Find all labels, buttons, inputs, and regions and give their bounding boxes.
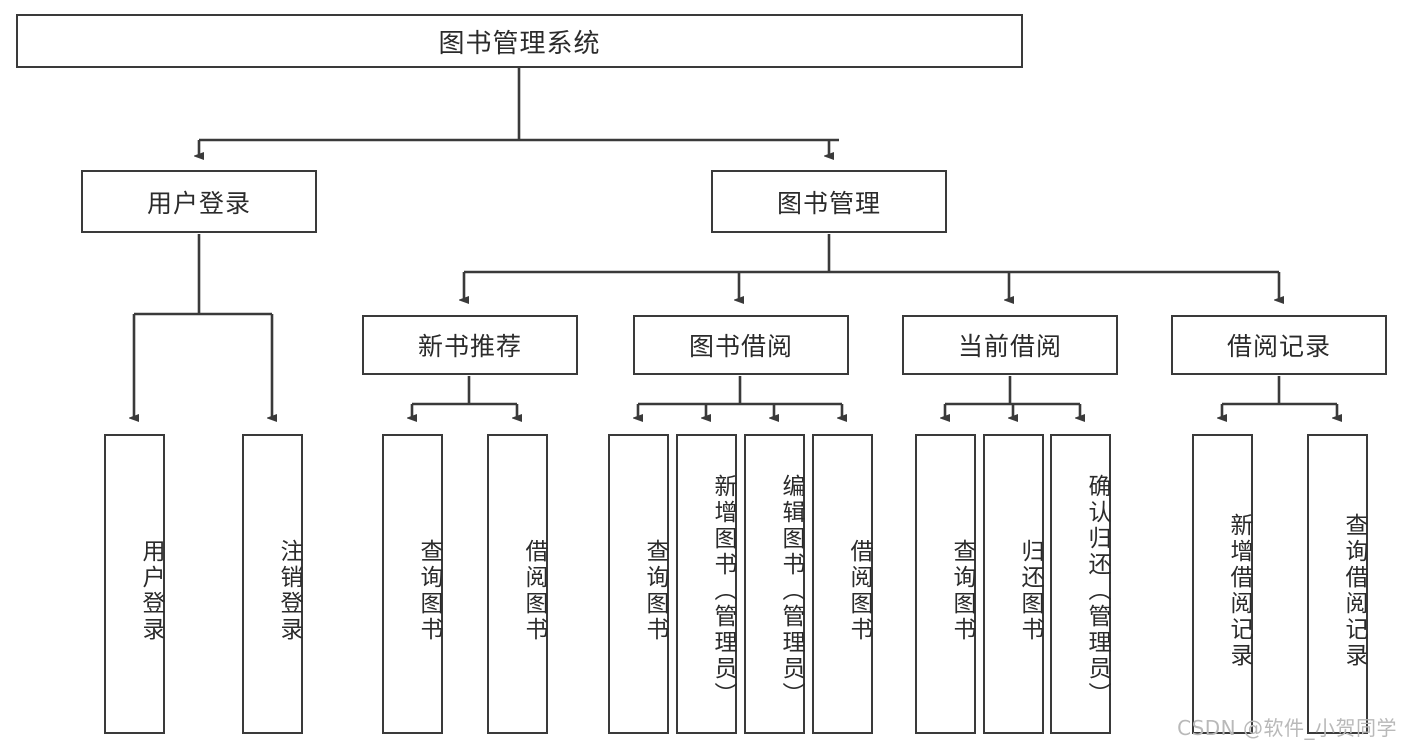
node-label: 新增图书（管理员） [710, 474, 736, 708]
node-label: 查询图书 [642, 539, 668, 643]
node-label: 确认归还（管理员） [1084, 474, 1110, 708]
leaf-new-book-query[interactable]: 查询图书 [382, 434, 443, 734]
node-book-management[interactable]: 图书管理 [711, 170, 947, 233]
leaf-book-borrow-add[interactable]: 新增图书（管理员） [676, 434, 737, 734]
node-label: 用户登录 [138, 539, 164, 643]
node-current-borrow[interactable]: 当前借阅 [902, 315, 1118, 375]
node-label: 借阅记录 [1226, 332, 1331, 361]
node-label: 图书借阅 [688, 332, 793, 361]
node-label: 注销登录 [276, 539, 302, 643]
node-label: 用户登录 [146, 188, 251, 218]
leaf-current-borrow-query[interactable]: 查询图书 [915, 434, 976, 734]
node-root-book-management-system[interactable]: 图书管理系统 [16, 14, 1023, 68]
leaf-borrow-record-query[interactable]: 查询借阅记录 [1307, 434, 1368, 734]
leaf-book-borrow-edit[interactable]: 编辑图书（管理员） [744, 434, 805, 734]
watermark-text: CSDN @软件_小贺同学 [1177, 716, 1397, 740]
node-borrow-record[interactable]: 借阅记录 [1171, 315, 1387, 375]
node-label: 新书推荐 [417, 332, 522, 361]
node-label: 查询借阅记录 [1341, 513, 1367, 669]
node-label: 归还图书 [1017, 539, 1043, 643]
node-book-borrow[interactable]: 图书借阅 [633, 315, 849, 375]
node-label: 借阅图书 [521, 539, 547, 643]
node-label: 图书管理系统 [438, 28, 601, 59]
leaf-user-login-login[interactable]: 用户登录 [104, 434, 165, 734]
leaf-book-borrow-query[interactable]: 查询图书 [608, 434, 669, 734]
node-label: 新增借阅记录 [1226, 513, 1252, 669]
node-user-login[interactable]: 用户登录 [81, 170, 317, 233]
leaf-borrow-record-add[interactable]: 新增借阅记录 [1192, 434, 1253, 734]
leaf-book-borrow-borrow[interactable]: 借阅图书 [812, 434, 873, 734]
node-label: 借阅图书 [846, 539, 872, 643]
node-label: 编辑图书（管理员） [778, 474, 804, 708]
leaf-current-borrow-confirm-return[interactable]: 确认归还（管理员） [1050, 434, 1111, 734]
leaf-new-book-borrow[interactable]: 借阅图书 [487, 434, 548, 734]
node-new-book-recommend[interactable]: 新书推荐 [362, 315, 578, 375]
node-label: 当前借阅 [957, 332, 1062, 361]
node-label: 图书管理 [776, 188, 881, 218]
node-label: 查询图书 [416, 539, 442, 643]
leaf-user-login-logout[interactable]: 注销登录 [242, 434, 303, 734]
node-label: 查询图书 [949, 539, 975, 643]
leaf-current-borrow-return[interactable]: 归还图书 [983, 434, 1044, 734]
